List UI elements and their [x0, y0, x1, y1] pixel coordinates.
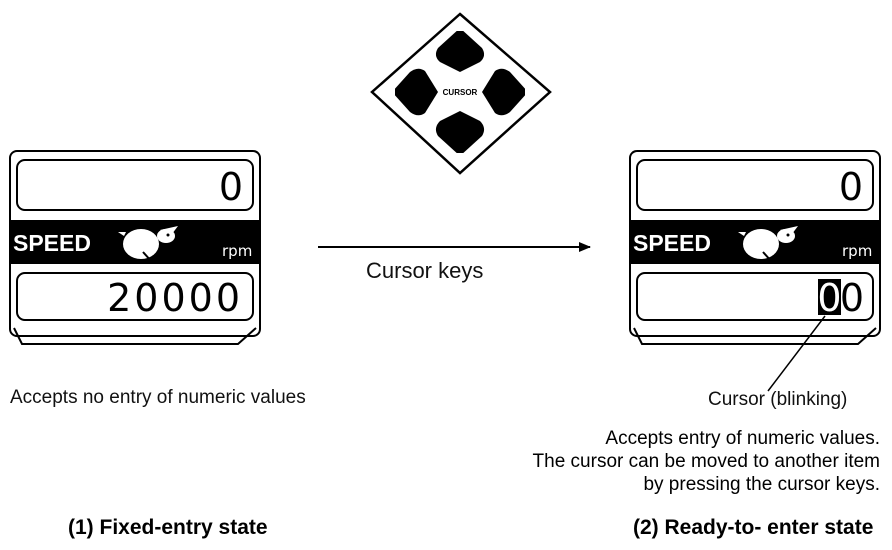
- speed-label: SPEED: [633, 230, 711, 256]
- bottom-value-box: [16, 272, 254, 321]
- top-value-box: [636, 159, 874, 211]
- left-arrow-icon: [390, 86, 395, 98]
- keypad-outline: [370, 12, 552, 175]
- up-arrow-icon: [454, 26, 466, 31]
- right-description-line-2: The cursor can be moved to another item: [532, 451, 880, 472]
- right-description-line-1: Accepts entry of numeric values.: [605, 428, 880, 449]
- right-display-panel: 0 SPEED rpm 0 0: [629, 150, 881, 392]
- right-arrow-icon: [525, 86, 530, 98]
- keypad-center-label: CURSOR: [443, 88, 478, 97]
- bottom-value: 20000: [107, 276, 243, 320]
- down-key[interactable]: [435, 111, 485, 156]
- left-display-panel: 0 SPEED rpm 20000: [9, 150, 261, 345]
- up-key[interactable]: [435, 28, 485, 72]
- cursor-pointer-line: [767, 315, 826, 392]
- cursor-label: Cursor (blinking): [708, 389, 848, 410]
- left-key[interactable]: [392, 68, 438, 116]
- rabbit-icon: [118, 226, 178, 264]
- right-key[interactable]: [482, 68, 528, 116]
- left-caption: (1) Fixed-entry state: [68, 516, 268, 539]
- right-description-line-3: by pressing the cursor keys.: [643, 474, 880, 495]
- cursor-keypad: CURSOR: [370, 12, 552, 175]
- down-arrow-icon: [454, 153, 466, 158]
- unit-label: rpm: [842, 242, 872, 260]
- cursor-digit: 0: [817, 276, 841, 320]
- top-value-box: [16, 159, 254, 211]
- arrow-label: Cursor keys: [366, 258, 484, 283]
- bottom-value-rest: 0: [840, 276, 864, 320]
- unit-label: rpm: [222, 242, 252, 260]
- top-value: 0: [219, 165, 243, 209]
- left-description: Accepts no entry of numeric values: [10, 387, 306, 408]
- right-caption: (2) Ready-to- enter state: [633, 516, 874, 539]
- rabbit-icon: [738, 226, 798, 264]
- bottom-value-box: [636, 272, 874, 321]
- top-value: 0: [839, 165, 863, 209]
- cursor-highlight: [818, 279, 841, 315]
- speed-label: SPEED: [13, 230, 91, 256]
